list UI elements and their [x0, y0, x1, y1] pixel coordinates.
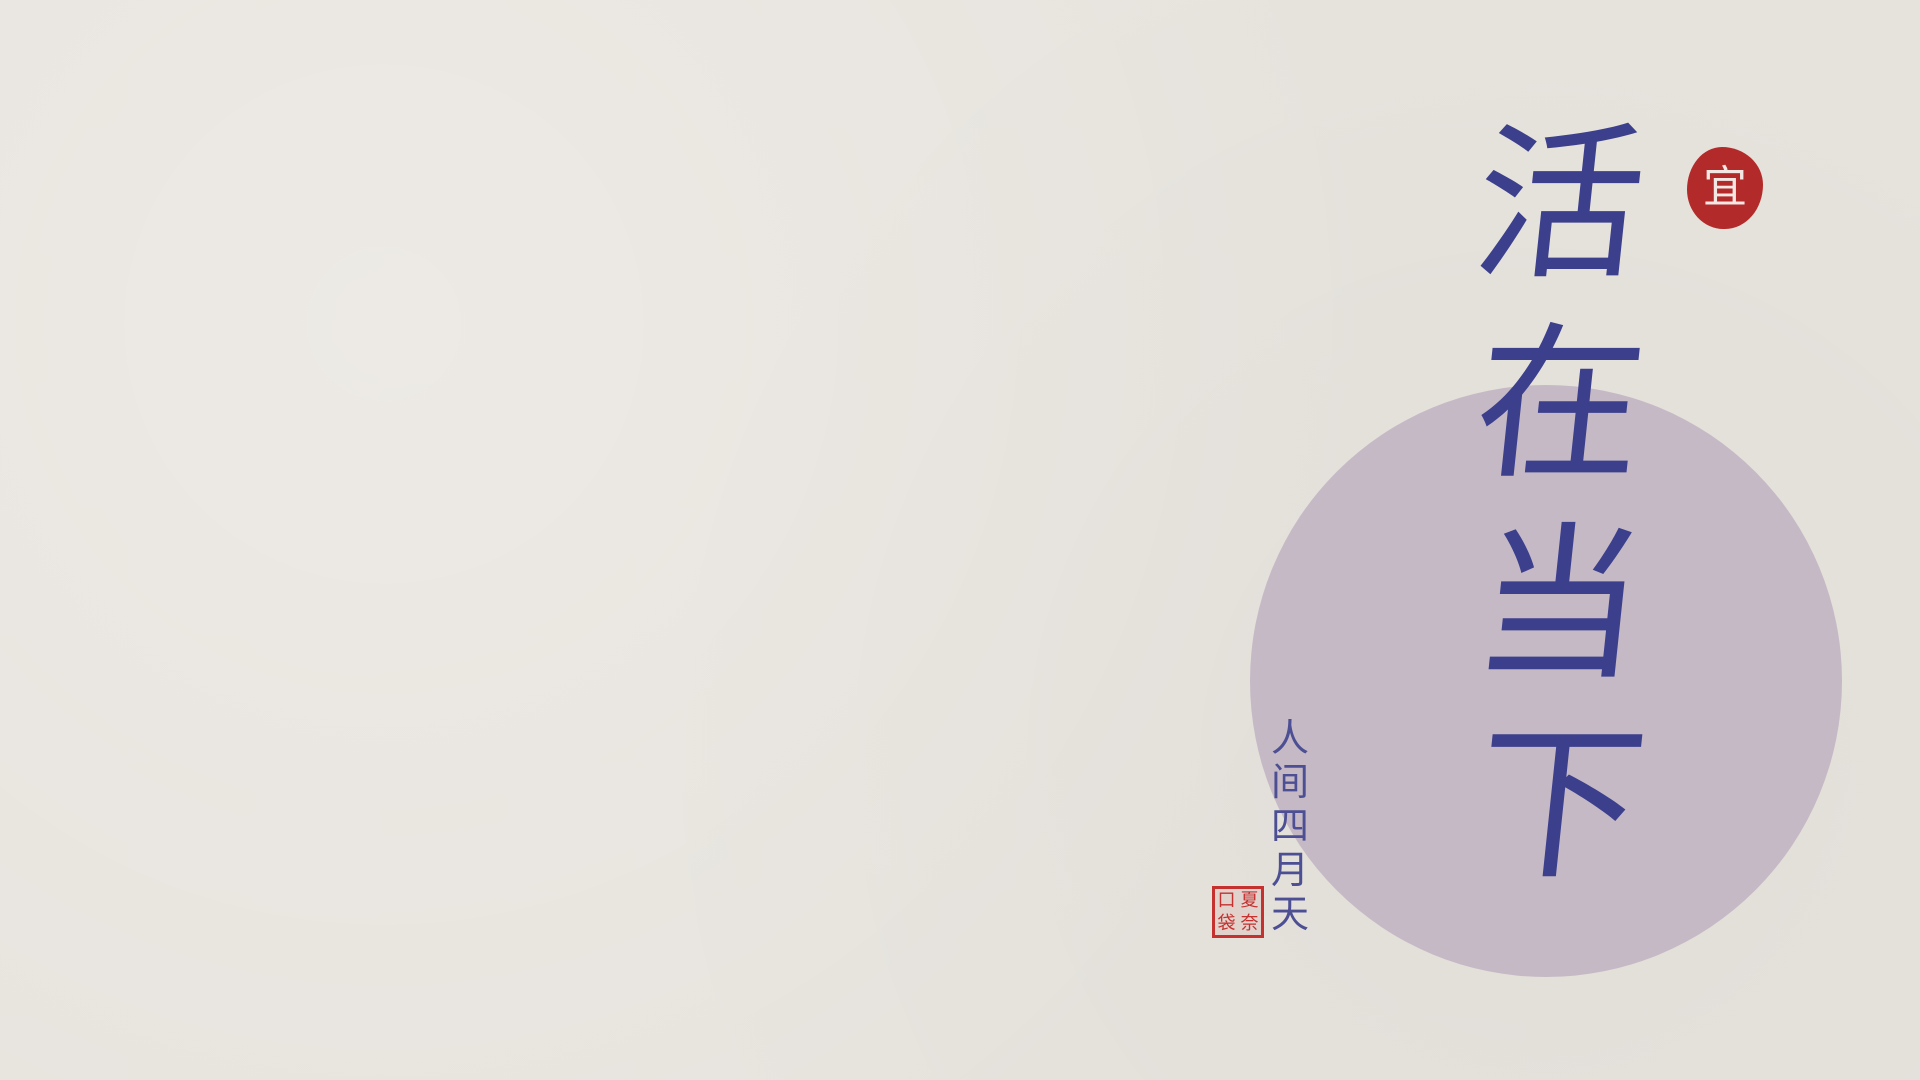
- title-char: 在: [1465, 307, 1655, 503]
- subtitle-char: 间: [1270, 760, 1309, 804]
- seal-square-char: 奈: [1240, 912, 1259, 934]
- calligraphy-title: 活 在 当 下: [1466, 105, 1655, 905]
- seal-square-char: 口: [1217, 889, 1236, 911]
- subtitle-char: 人: [1270, 716, 1309, 760]
- seal-round-text: 宜: [1703, 162, 1747, 213]
- moon-circle: [1250, 385, 1842, 977]
- title-char: 活: [1465, 107, 1655, 303]
- round-red-seal: 宜: [1687, 147, 1763, 229]
- subtitle-char: 四: [1270, 804, 1309, 848]
- seal-square-char: 袋: [1217, 912, 1236, 934]
- subtitle-char: 天: [1270, 892, 1309, 936]
- subtitle-char: 月: [1270, 848, 1309, 892]
- title-char: 当: [1465, 507, 1655, 703]
- seal-square-char: 夏: [1240, 889, 1259, 911]
- title-char: 下: [1465, 707, 1655, 903]
- calligraphy-subtitle: 人 间 四 月 天: [1270, 716, 1310, 936]
- square-red-seal: 口 夏 袋 奈: [1212, 886, 1264, 938]
